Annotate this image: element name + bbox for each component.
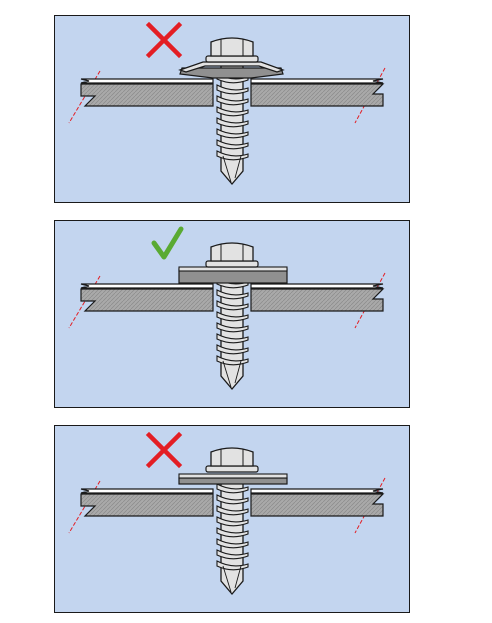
- screw-head: [205, 447, 259, 473]
- fastener-diagram-2: [68, 226, 386, 391]
- thread-2: [216, 494, 249, 505]
- thread-3: [216, 95, 249, 106]
- washer-bonded-seal: [178, 477, 288, 485]
- thread-7: [216, 139, 249, 150]
- screw-head: [205, 242, 259, 268]
- sheet-core-right: [250, 493, 385, 517]
- thread-5: [216, 117, 249, 128]
- washer-bonded-seal: [179, 67, 284, 79]
- drill-point-flutes: [222, 360, 242, 388]
- fastener-diagram-1: [68, 21, 386, 186]
- check-icon: [151, 226, 184, 260]
- screw-shank: [216, 475, 249, 596]
- hex-facet-lines: [220, 449, 244, 466]
- thread-5: [216, 527, 249, 538]
- panel-undertightened: [54, 425, 410, 613]
- top-skin-left: [80, 488, 214, 494]
- panel-overtightened: [54, 15, 410, 203]
- sheet-core-left: [80, 493, 214, 517]
- top-skin-right: [250, 283, 384, 289]
- washer-metal: [178, 266, 288, 272]
- break-line-left: [68, 480, 101, 534]
- drill-point-flutes: [222, 155, 242, 183]
- sheet-core-left: [80, 83, 214, 107]
- thread-4: [216, 516, 249, 527]
- cross-icon: [145, 431, 183, 469]
- sheet-core-left: [80, 288, 214, 312]
- sheet-core-right: [250, 288, 385, 312]
- screw-shank: [216, 65, 249, 186]
- thread-5: [216, 322, 249, 333]
- hex-head: [210, 447, 254, 467]
- thread-2: [216, 289, 249, 300]
- hex-facet-lines: [220, 244, 244, 261]
- break-line-left: [68, 275, 101, 329]
- screw-shank: [216, 270, 249, 391]
- thread-3: [216, 505, 249, 516]
- break-line-left: [68, 70, 101, 124]
- thread-6: [216, 538, 249, 549]
- hex-facet-lines: [220, 39, 244, 56]
- head-flange: [205, 260, 259, 268]
- head-flange: [205, 55, 259, 63]
- thread-6: [216, 128, 249, 139]
- washer-metal: [178, 473, 288, 479]
- cross-stroke-2: [145, 21, 183, 59]
- sheet-core-right: [250, 83, 385, 107]
- screw-head: [205, 37, 259, 63]
- head-flange: [205, 465, 259, 473]
- thread-2: [216, 84, 249, 95]
- top-skin-right: [250, 488, 384, 494]
- thread-3: [216, 300, 249, 311]
- hex-head: [210, 37, 254, 57]
- cross-stroke-2: [145, 431, 183, 469]
- fastener-diagram-3: [68, 431, 386, 596]
- top-skin-left: [80, 78, 214, 84]
- thread-7: [216, 344, 249, 355]
- thread-6: [216, 333, 249, 344]
- drill-point-flutes: [222, 565, 242, 593]
- cross-icon: [145, 21, 183, 59]
- thread-1: [216, 483, 249, 494]
- panel-correct: [54, 220, 410, 408]
- top-skin-left: [80, 283, 214, 289]
- thread-4: [216, 311, 249, 322]
- thread-4: [216, 106, 249, 117]
- top-skin-right: [250, 78, 384, 84]
- thread-7: [216, 549, 249, 560]
- hex-head: [210, 242, 254, 262]
